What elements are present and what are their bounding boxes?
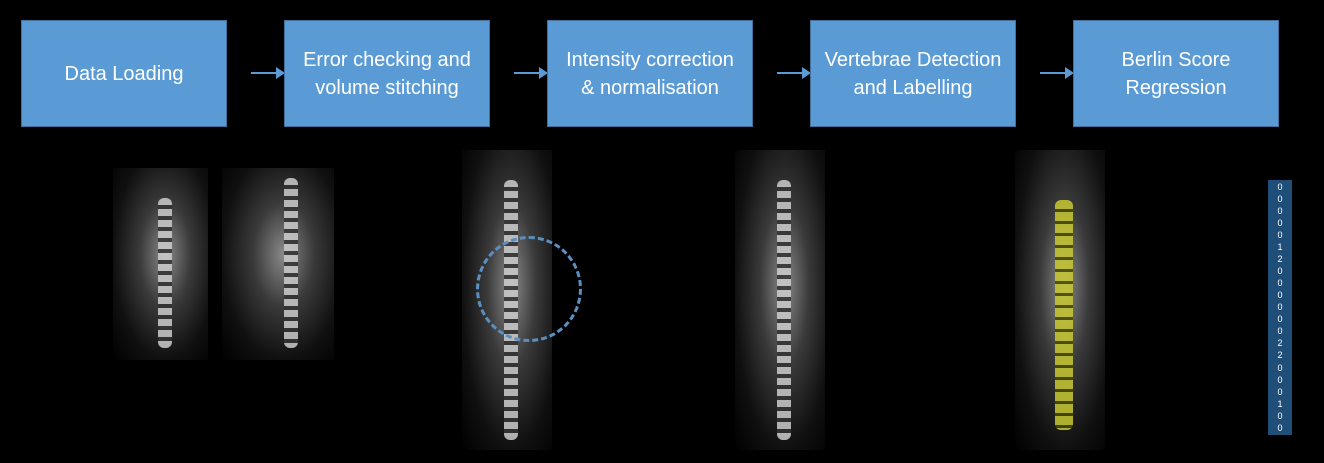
score-value: 0 bbox=[1277, 410, 1283, 421]
score-value: 0 bbox=[1277, 266, 1283, 277]
score-value: 0 bbox=[1277, 230, 1283, 241]
step-error-checking: Error checking and volume stitching bbox=[284, 20, 490, 127]
score-value: 1 bbox=[1277, 398, 1283, 409]
mri-lumbar-scan bbox=[222, 168, 334, 360]
score-value: 0 bbox=[1277, 194, 1283, 205]
step-vertebrae-detection: Vertebrae Detection and Labelling bbox=[810, 20, 1016, 127]
score-value: 0 bbox=[1277, 278, 1283, 289]
arrow-icon bbox=[251, 67, 285, 79]
score-value: 2 bbox=[1277, 338, 1283, 349]
score-value: 0 bbox=[1277, 302, 1283, 313]
score-value: 0 bbox=[1277, 326, 1283, 337]
mri-labelled-scan bbox=[1015, 150, 1105, 450]
score-value: 0 bbox=[1277, 218, 1283, 229]
score-value: 0 bbox=[1277, 422, 1283, 433]
arrow-icon bbox=[514, 67, 548, 79]
mri-normalised-scan bbox=[735, 150, 825, 450]
score-value: 0 bbox=[1277, 206, 1283, 217]
mri-cervical-scan bbox=[113, 168, 208, 360]
score-value: 2 bbox=[1277, 254, 1283, 265]
score-value: 0 bbox=[1277, 290, 1283, 301]
stitch-error-circle bbox=[476, 236, 582, 342]
score-value: 1 bbox=[1277, 242, 1283, 253]
score-value: 0 bbox=[1277, 362, 1283, 373]
step-data-loading: Data Loading bbox=[21, 20, 227, 127]
step-intensity-correction: Intensity correction & normalisation bbox=[547, 20, 753, 127]
score-value: 0 bbox=[1277, 386, 1283, 397]
step-berlin-score: Berlin Score Regression bbox=[1073, 20, 1279, 127]
arrow-icon bbox=[777, 67, 811, 79]
score-value: 0 bbox=[1277, 374, 1283, 385]
score-value: 0 bbox=[1277, 314, 1283, 325]
score-value: 0 bbox=[1277, 182, 1283, 193]
score-value: 2 bbox=[1277, 350, 1283, 361]
arrow-icon bbox=[1040, 67, 1074, 79]
